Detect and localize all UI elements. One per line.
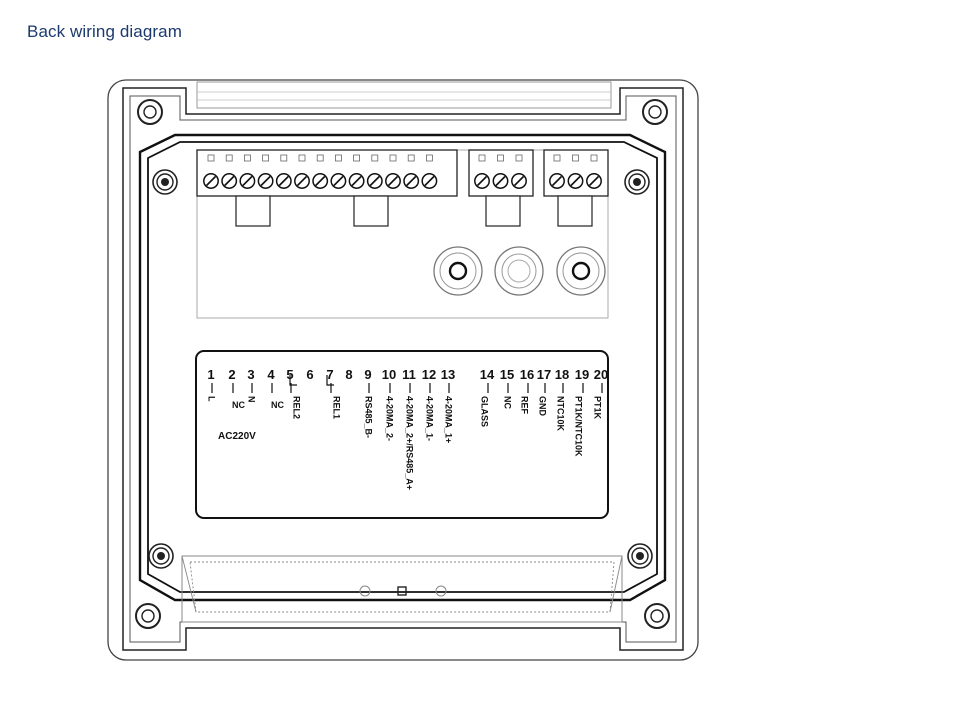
terminal-label: PT1K: [593, 396, 603, 420]
terminal-pin: [371, 154, 379, 162]
terminal-label: NC: [232, 400, 245, 410]
mounting-screw-icon: [148, 169, 653, 569]
terminal-pin: [280, 154, 288, 162]
terminal-pin: [515, 154, 523, 162]
screw-terminal-icon: [403, 173, 420, 189]
housing-outline: [107, 79, 699, 661]
screw-terminal-icon: [312, 173, 329, 189]
terminal-number: 12: [422, 367, 436, 382]
screw-terminal-icon: [586, 173, 602, 189]
screw-terminal-icon: [203, 173, 219, 189]
terminal-pin: [407, 154, 415, 162]
mounting-screw-icon: [135, 99, 670, 629]
screw-terminal-icon: [239, 173, 256, 189]
terminal-label: GLASS: [480, 396, 490, 427]
screw-terminal-icon: [492, 173, 509, 189]
terminal-pin: [497, 154, 504, 162]
terminal-number: 18: [555, 367, 569, 382]
terminal-number: 2: [228, 367, 235, 382]
terminal-number: 15: [500, 367, 514, 382]
terminal-number: 6: [306, 367, 313, 382]
screw-terminal-icon: [221, 173, 238, 189]
terminal-label: 4-20MA_1-: [425, 396, 435, 441]
screw-terminal-icon: [294, 173, 310, 189]
indicator-holes: [359, 585, 447, 597]
screw-terminal-icon: [385, 173, 401, 189]
terminal-pin: [243, 154, 251, 162]
terminal-label: NC: [271, 400, 284, 410]
terminal-number: 3: [247, 367, 254, 382]
page-title: Back wiring diagram: [27, 22, 182, 41]
terminal-number: 14: [480, 367, 495, 382]
terminal-number: 10: [382, 367, 396, 382]
screw-terminal-icon: [421, 173, 438, 189]
terminal-label: GND: [538, 396, 548, 417]
terminal-label: 4-20MA_2-: [385, 396, 395, 441]
terminal-blocks: [196, 149, 609, 227]
screw-terminal-icon: [366, 173, 383, 189]
terminal-pin: [353, 154, 361, 162]
screw-terminal-icon: [567, 173, 584, 189]
terminal-number: 7: [326, 367, 333, 382]
terminal-label: 4-20MA_1+: [444, 396, 454, 443]
terminal-label: L: [207, 396, 217, 402]
rel2-bracket: [289, 375, 297, 386]
terminal-pin: [316, 154, 324, 162]
terminal-number: 5: [286, 367, 293, 382]
terminal-pin: [389, 154, 397, 162]
bottom-tray: [181, 555, 623, 623]
terminal-number: 13: [441, 367, 455, 382]
screw-terminal-icon: [330, 173, 347, 189]
gasket-inner: [147, 141, 658, 593]
terminal-label: REL1: [332, 396, 342, 419]
terminal-number: 8: [345, 367, 352, 382]
terminal-pin: [207, 154, 215, 162]
cable-gland-icon: [433, 246, 606, 296]
screw-terminal-icon: [257, 173, 274, 189]
terminal-label: N: [247, 396, 257, 403]
terminal-number: 17: [537, 367, 551, 382]
rel1-bracket: [326, 375, 334, 386]
terminal-label: REL2: [292, 396, 302, 419]
terminal-number: 4: [267, 367, 275, 382]
terminal-number: 20: [594, 367, 608, 382]
terminal-pin: [298, 154, 306, 162]
terminal-label: PT1K/NTC10K: [574, 396, 584, 457]
screw-terminal-icon: [275, 173, 292, 189]
terminal-number: 16: [520, 367, 534, 382]
terminal-label: RS485_B-: [364, 396, 374, 438]
screw-terminal-icon: [511, 173, 527, 189]
gasket-outer: [138, 133, 667, 602]
terminal-pin: [478, 154, 486, 162]
terminal-label: NC: [503, 396, 513, 409]
terminal-pin: [262, 154, 270, 162]
screw-terminal-icon: [474, 173, 490, 189]
label-panel: [195, 350, 609, 519]
top-hinge: [196, 81, 612, 109]
terminal-number: 9: [364, 367, 371, 382]
terminal-label: 4-20MA_2+/RS485_A+: [405, 396, 415, 490]
terminal-pin: [225, 154, 233, 162]
terminal-label: REF: [520, 396, 530, 415]
terminal-number: 1: [207, 367, 214, 382]
screw-terminal-icon: [549, 173, 565, 189]
inner-rim: [122, 87, 684, 651]
ac220v-label: AC220V: [218, 431, 256, 442]
terminal-label: NTC10K: [556, 396, 566, 432]
terminal-pin: [425, 154, 433, 162]
terminal-pin: [553, 154, 561, 162]
terminal-pin: [572, 154, 579, 162]
terminal-pin: [334, 154, 342, 162]
terminal-pin: [590, 154, 598, 162]
screw-terminal-icon: [348, 173, 365, 189]
terminal-number: 19: [575, 367, 589, 382]
terminal-number: 11: [402, 367, 416, 382]
